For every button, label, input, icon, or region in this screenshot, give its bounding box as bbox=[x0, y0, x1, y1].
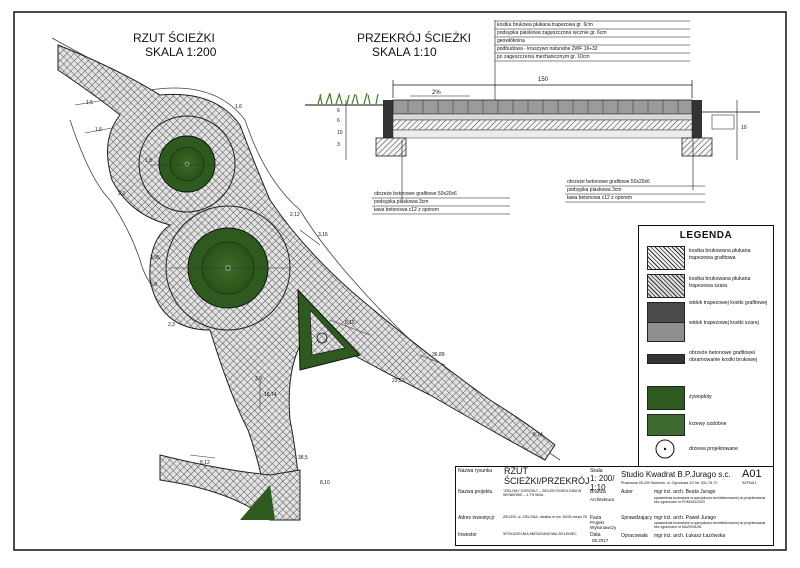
legend-swatch-dark-view bbox=[647, 302, 685, 324]
legend-label: krzewy ozdobne bbox=[689, 421, 727, 427]
layer-note-right: ława betonowa c12 z oporem bbox=[567, 195, 633, 201]
legend-label: widok trapezowej kostki grafitowej bbox=[689, 300, 768, 306]
tb-drawing-label: Nazwa rysunku bbox=[458, 468, 493, 474]
tb-scale-label: Skala bbox=[590, 468, 603, 474]
layer-note-left: obrzeże betonowe grafitowe 50x20x6 bbox=[374, 191, 457, 197]
legend-swatch-curb bbox=[647, 354, 685, 364]
plan-dim-label: 36,89 bbox=[432, 352, 445, 358]
section-dim: 10 bbox=[337, 130, 343, 136]
plan-title: RZUT ŚCIEŻKI bbox=[133, 31, 215, 45]
layer-note: kostka brukowa płukana trapezowa gr. 6cm bbox=[497, 22, 593, 28]
layer-note: podbudowa - kruszywo naturalne 2WF 16÷32 bbox=[497, 46, 598, 52]
tb-date: 05.2017 bbox=[592, 538, 609, 543]
path-plan bbox=[51, 37, 561, 521]
layer-note-left: ława betonowa c12 z oporem bbox=[374, 207, 440, 213]
tb-checker-label: Sprawdzający bbox=[621, 515, 653, 521]
tb-sheet-label: SZPNA 1 bbox=[742, 481, 757, 485]
legend-swatch-grey-view bbox=[647, 322, 685, 342]
sheet-border bbox=[13, 11, 787, 551]
plan-scale: SKALA 1:200 bbox=[145, 45, 217, 59]
path-section bbox=[305, 20, 760, 215]
tb-investor: SPÓŁDZIELNIA MIESZKANIOWA ZIELENIEC bbox=[503, 532, 577, 536]
legend-label: kostka brukowana płukana trapezowa grafi… bbox=[689, 248, 751, 261]
plan-dim-label: 38,5 bbox=[298, 455, 308, 461]
legend-label: obrzeże betonowe grafitowe/ obramowanie … bbox=[689, 350, 758, 363]
legend-label: kostka brukowana płukana trapezowa szara bbox=[689, 276, 751, 289]
section-dim: 6 bbox=[337, 118, 340, 124]
section-dim: 10 bbox=[741, 125, 747, 131]
tb-stage-label: Faza bbox=[590, 515, 602, 521]
tb-sheet-no: A01 bbox=[742, 468, 762, 480]
layer-note: po zagęszczeniu mechanicznym gr. 10cm bbox=[497, 54, 590, 60]
tb-investor-label: Inwestor bbox=[458, 532, 477, 538]
plan-dim-label: 23,57 bbox=[392, 378, 405, 384]
tb-studio: Studio Kwadrat B.P.Jurago s.c. bbox=[621, 470, 731, 479]
section-scale: SKALA 1:10 bbox=[372, 45, 437, 59]
tb-drafter: mgr inż. arch. Łukasz Łazówska bbox=[654, 533, 726, 539]
tb-drawing-title2: ŚCIEŻKI/PRZEKRÓJ bbox=[504, 476, 590, 486]
plan-dim-label: 18,74 bbox=[264, 392, 277, 398]
plan-dim-label: 3,16 bbox=[318, 232, 328, 238]
tb-branch-label: Branża bbox=[590, 489, 606, 495]
legend: LEGENDA kostka brukowana płukana trapezo… bbox=[638, 225, 774, 467]
legend-label: drzewa projektowane bbox=[689, 446, 739, 452]
plan-dim-label: 1,8 bbox=[145, 158, 152, 164]
tb-checker: mgr inż. arch. Paweł Jurago bbox=[654, 515, 716, 521]
legend-label: widok trapezowej kostki szarej bbox=[689, 320, 759, 326]
paver-joints bbox=[407, 100, 679, 114]
legend-swatch-shrub bbox=[647, 414, 685, 436]
tb-project: "ZIELONY OGRODU" – ZIELEŃ OSIEDLOWA W WI… bbox=[503, 489, 582, 497]
tb-author: mgr inż. arch. Beata Jurago bbox=[654, 489, 716, 495]
tb-scale: 1: 200/ 1:10 bbox=[590, 474, 615, 492]
tb-author-label: Autor bbox=[621, 489, 633, 495]
plan-dim-label: 2,3 bbox=[168, 322, 175, 328]
layer-note: podsypka piaskowa zagęszczona ręcznie gr… bbox=[497, 30, 607, 36]
tb-address: Pracownia 05-200 Wołomin, ul. Ogrodowa 2… bbox=[621, 481, 718, 485]
tb-drawing-title1: RZUT bbox=[504, 466, 528, 476]
tb-branch: Architektura bbox=[590, 497, 615, 502]
legend-title: LEGENDA bbox=[679, 230, 733, 241]
section-dim: 3 bbox=[337, 142, 340, 148]
section-slope: 2% bbox=[432, 90, 441, 96]
plan-dim-label: 1,6 bbox=[95, 127, 102, 133]
layer-note-right: obrzeże betonowe grafitowe 50x20x6 bbox=[567, 179, 650, 185]
plan-dim-label: 1,5 bbox=[86, 100, 93, 106]
plan-dim-label: 3,95 bbox=[150, 255, 160, 261]
plan-dim-label: 2,3 bbox=[118, 191, 125, 197]
section-dim: 6 bbox=[337, 108, 340, 114]
plan-dim-label: 3,9 bbox=[150, 282, 157, 288]
plan-dim-label: 8,15 bbox=[345, 320, 355, 326]
tb-address-label: Adres inwestycji bbox=[458, 515, 494, 521]
legend-swatch-hedge bbox=[647, 386, 685, 410]
tb-date-label: Data bbox=[590, 532, 601, 538]
plan-dim-label: 8,12 bbox=[200, 460, 210, 466]
plan-dim-label: 3,9 bbox=[255, 376, 262, 382]
legend-label: żywopłoty bbox=[689, 394, 712, 400]
layer-note: geowłóknina bbox=[497, 38, 525, 44]
tb-project-label: Nazwa projektu bbox=[458, 489, 493, 495]
plan-dim-label: 5,14 bbox=[533, 432, 543, 438]
layer-note-left: podsypka piaskowa 3cm bbox=[374, 199, 429, 205]
legend-swatch-graphite-paver bbox=[647, 246, 685, 270]
tb-address-inv: ZIELEŃ, ul. ZIELONA, działka nr ew. 45/2… bbox=[503, 515, 587, 519]
layer-note-right: podsypka piaskowa 3cm bbox=[567, 187, 622, 193]
plan-dim-label: 8,10 bbox=[320, 480, 330, 486]
section-title: PRZEKRÓJ ŚCIEŻKI bbox=[357, 31, 472, 45]
title-block bbox=[455, 466, 774, 546]
legend-swatch-tree bbox=[647, 438, 683, 460]
tb-drafter-label: Opracowała bbox=[621, 533, 648, 539]
plan-dim-label: 1,6 bbox=[235, 104, 242, 110]
section-width: 150 bbox=[538, 77, 549, 83]
tb-author-note: uprawnienia budowlane w specjalności arc… bbox=[654, 496, 766, 504]
plan-dim-label: 2,12 bbox=[290, 212, 300, 218]
tb-checker-note: uprawnienia budowlane w specjalności arc… bbox=[654, 521, 766, 529]
legend-swatch-grey-paver bbox=[647, 274, 685, 298]
tb-stage: Projekt Wykonawczy bbox=[590, 520, 617, 530]
